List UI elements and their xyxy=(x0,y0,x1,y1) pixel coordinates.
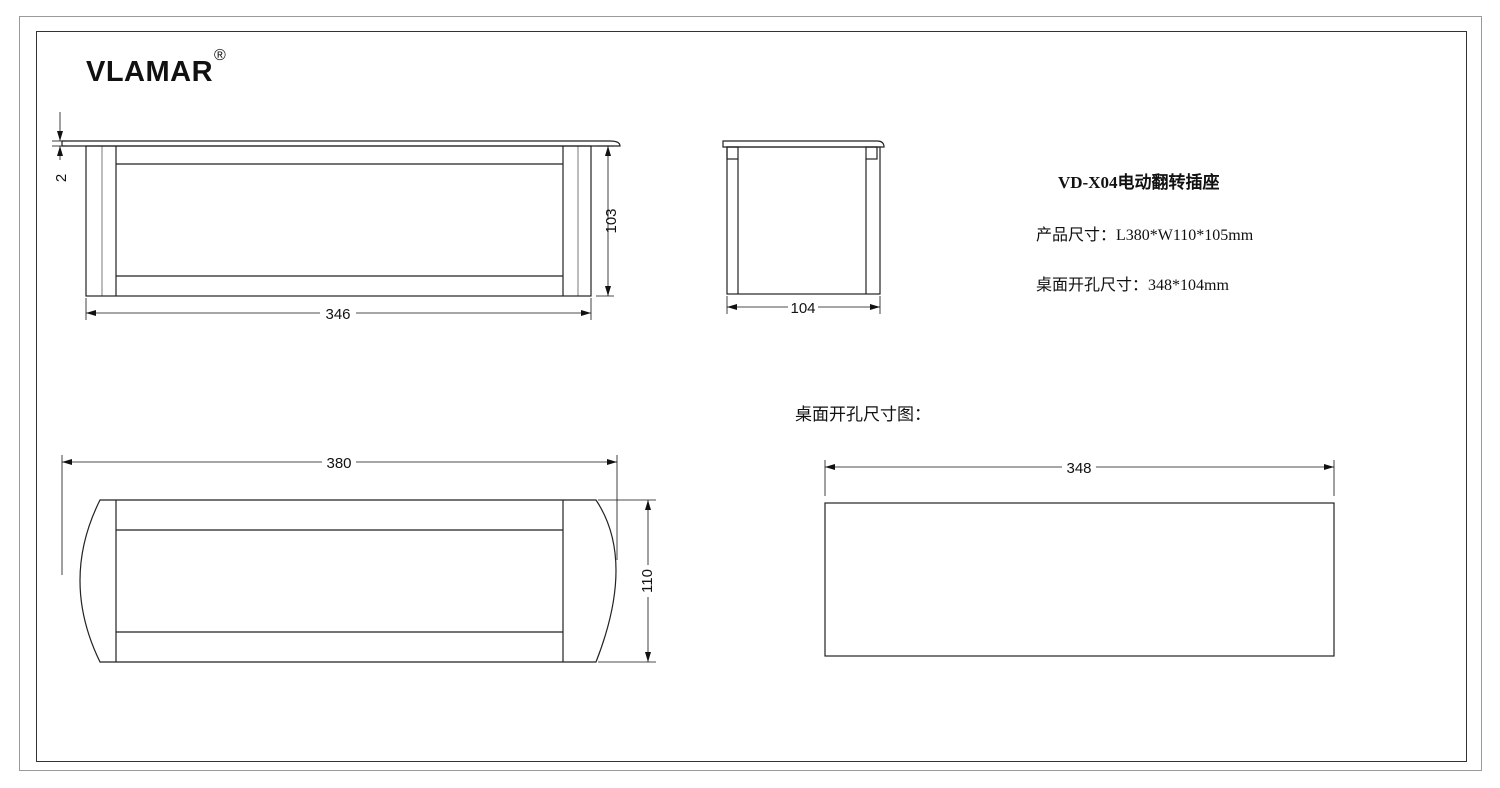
dim-cutout-length xyxy=(824,460,1335,496)
dim-front-height xyxy=(596,145,614,297)
front-body xyxy=(85,145,592,297)
cutout-size-spec: 桌面开孔尺寸：348*104mm xyxy=(1036,277,1229,294)
dim-label-side-width: 104 xyxy=(790,300,815,317)
front-view xyxy=(61,140,621,297)
product-size-spec: 产品尺寸：L380*W110*105mm xyxy=(1036,227,1254,244)
dim-label-front-width: 346 xyxy=(325,306,350,323)
dim-front-width xyxy=(85,298,592,320)
dim-label-front-flange: 2 xyxy=(53,174,70,182)
dim-label-front-height: 103 xyxy=(603,208,620,233)
inner-border xyxy=(36,31,1467,762)
dim-front-flange xyxy=(52,112,66,160)
registered-mark: ® xyxy=(214,47,226,64)
dim-top-width xyxy=(598,499,656,663)
dim-top-length xyxy=(61,455,618,575)
dim-label-top-width: 110 xyxy=(639,569,656,593)
side-body xyxy=(726,146,881,295)
cutout-rectangle xyxy=(824,502,1335,657)
side-view xyxy=(722,140,885,295)
cutout-drawing-title: 桌面开孔尺寸图： xyxy=(795,405,931,424)
dim-label-cutout-length: 348 xyxy=(1066,460,1091,477)
front-flange xyxy=(61,140,621,147)
side-flange xyxy=(722,140,885,148)
cutout-view xyxy=(824,502,1335,657)
brand-logo: VLAMAR xyxy=(86,56,214,88)
top-view xyxy=(79,499,617,663)
top-outline xyxy=(79,499,617,663)
product-title: VD-X04电动翻转插座 xyxy=(1058,173,1220,192)
dim-label-top-length: 380 xyxy=(326,455,351,472)
outer-border xyxy=(19,16,1482,771)
dim-side-width xyxy=(726,296,881,314)
